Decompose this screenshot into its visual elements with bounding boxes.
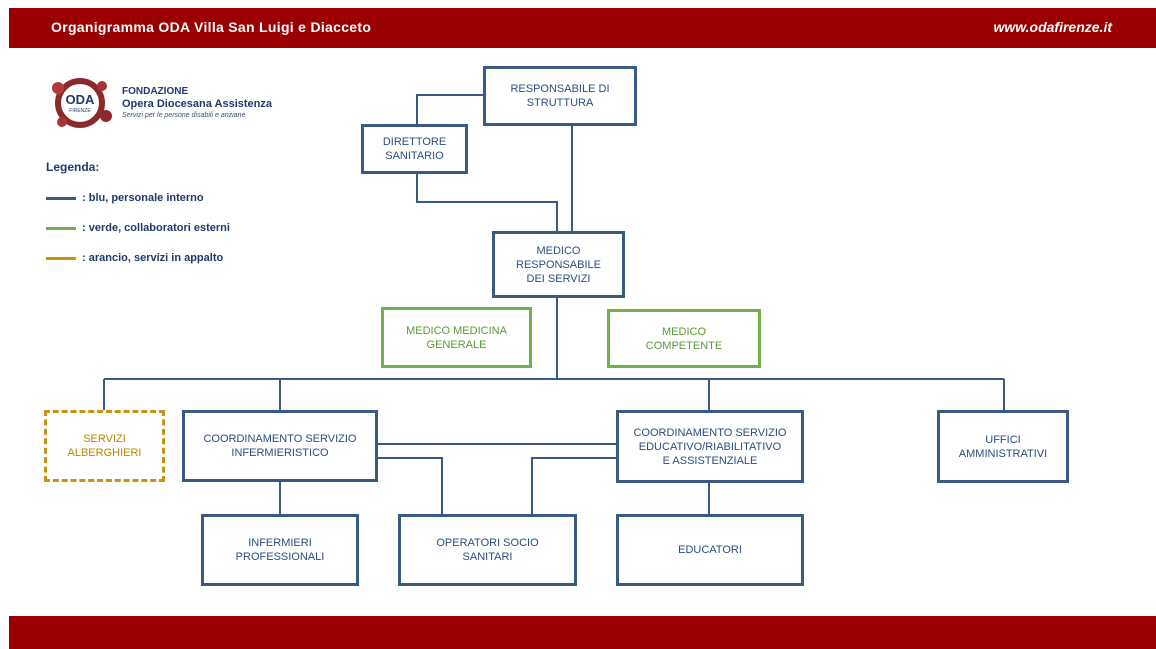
node-medico-responsabile: MEDICO RESPONSABILE DEI SERVIZI bbox=[492, 231, 625, 298]
node-uffici-label: UFFICI AMMINISTRATIVI bbox=[958, 433, 1048, 460]
node-educatori: EDUCATORI bbox=[616, 514, 804, 586]
legend-item-green: : verde, collaboratori esterni bbox=[46, 218, 230, 238]
node-responsabile-struttura: RESPONSABILE DI STRUTTURA bbox=[483, 66, 637, 126]
org-line-3: Servizi per le persone disabili e anzian… bbox=[122, 112, 246, 119]
node-direttore-sanitario: DIRETTORE SANITARIO bbox=[361, 124, 468, 174]
node-medico-medicina-generale: MEDICO MEDICINA GENERALE bbox=[381, 307, 532, 368]
node-servizi-alberghieri-label: SERVIZI ALBERGHIERI bbox=[67, 433, 142, 459]
legend-swatch-orange bbox=[46, 256, 76, 260]
node-infermieri-professionali: INFERMIERI PROFESSIONALI bbox=[201, 514, 359, 586]
legend: Legenda: : blu, personale interno : verd… bbox=[46, 160, 230, 278]
node-operatori-label: OPERATORI SOCIO SANITARI bbox=[436, 537, 539, 563]
oda-logo-icon: ODA FIRENZE bbox=[52, 78, 112, 128]
node-coord-edu-label: COORDINAMENTO SERVIZIO EDUCATIVO/RIABILI… bbox=[633, 426, 787, 467]
legend-swatch-green bbox=[46, 226, 76, 230]
footer-bar bbox=[9, 616, 1156, 649]
page-title: Organigramma ODA Villa San Luigi e Diacc… bbox=[51, 19, 372, 35]
node-medico-resp-label: MEDICO RESPONSABILE DEI SERVIZI bbox=[516, 244, 601, 285]
node-direttore-label: DIRETTORE SANITARIO bbox=[382, 136, 447, 162]
node-medico-competente-label: MEDICO COMPETENTE bbox=[645, 325, 723, 352]
node-medico-competente: MEDICO COMPETENTE bbox=[607, 309, 761, 368]
legend-label-orange: : arancio, servizi in appalto bbox=[82, 252, 224, 264]
node-medico-generale-label: MEDICO MEDICINA GENERALE bbox=[406, 324, 507, 351]
legend-label-green: : verde, collaboratori esterni bbox=[82, 222, 230, 234]
node-coordinamento-educativo: COORDINAMENTO SERVIZIO EDUCATIVO/RIABILI… bbox=[616, 410, 804, 483]
legend-label-blue: : blu, personale interno bbox=[82, 192, 204, 204]
oda-logo: ODA FIRENZE FONDAZIONE Opera Diocesana A… bbox=[44, 72, 294, 134]
logo-mark-text: ODA bbox=[66, 92, 96, 107]
node-coord-inf-label: COORDINAMENTO SERVIZIO INFERMIERISTICO bbox=[203, 433, 357, 459]
node-operatori-socio-sanitari: OPERATORI SOCIO SANITARI bbox=[398, 514, 577, 586]
legend-item-orange: : arancio, servizi in appalto bbox=[46, 248, 230, 268]
legend-title: Legenda: bbox=[46, 160, 100, 174]
website-link[interactable]: www.odafirenze.it bbox=[993, 19, 1113, 35]
node-responsabile-label: RESPONSABILE DI STRUTTURA bbox=[510, 83, 610, 109]
node-servizi-alberghieri: SERVIZI ALBERGHIERI bbox=[44, 410, 165, 482]
node-infermieri-label: INFERMIERI PROFESSIONALI bbox=[235, 537, 325, 563]
legend-swatch-blue bbox=[46, 196, 76, 200]
logo-mark-sub: FIRENZE bbox=[69, 108, 91, 114]
legend-item-blue: : blu, personale interno bbox=[46, 188, 230, 208]
header-bar: Organigramma ODA Villa San Luigi e Diacc… bbox=[9, 8, 1156, 48]
org-line-1: FONDAZIONE bbox=[122, 86, 189, 97]
node-coordinamento-infermieristico: COORDINAMENTO SERVIZIO INFERMIERISTICO bbox=[182, 410, 378, 482]
node-educatori-label: EDUCATORI bbox=[678, 544, 742, 556]
org-line-2: Opera Diocesana Assistenza bbox=[122, 98, 272, 110]
node-uffici-amministrativi: UFFICI AMMINISTRATIVI bbox=[937, 410, 1069, 483]
